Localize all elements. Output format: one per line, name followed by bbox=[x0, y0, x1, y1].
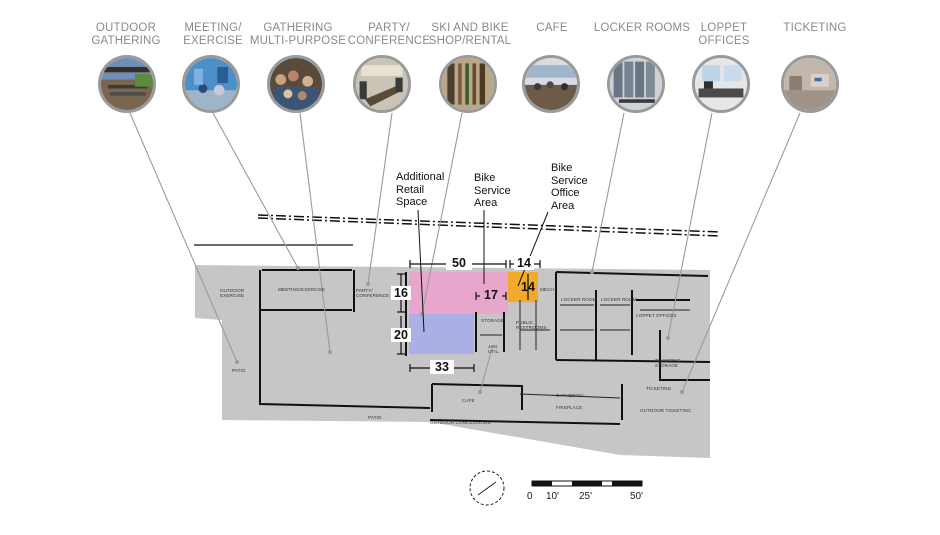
room-outdoor-ticketing: OUTDOOR TICKETING bbox=[640, 408, 691, 413]
room-party-conference: PARTY/ CONFERENCE bbox=[356, 288, 390, 298]
ticketing-photo-icon bbox=[781, 55, 839, 113]
loppet-offices-photo-icon bbox=[692, 55, 750, 113]
walls bbox=[259, 269, 711, 425]
category-label-ski-bike-shop: SKI AND BIKE SHOP/RENTAL bbox=[428, 22, 512, 47]
scale-label-10: 10' bbox=[546, 491, 560, 502]
room-patio-left: PATIO bbox=[232, 368, 246, 373]
room-cafe: CAFE bbox=[462, 398, 475, 403]
room-locker-room-1: LOCKER ROOM bbox=[561, 297, 597, 302]
room-public-restrooms: PUBLIC RESTROOMS bbox=[516, 320, 547, 330]
cafe-photo-icon bbox=[522, 55, 580, 113]
party-conference-photo-icon bbox=[353, 55, 411, 113]
room-storage: STORAGE bbox=[481, 318, 505, 323]
category-label-loppet-offices: LOPPET OFFICES bbox=[698, 22, 750, 47]
room-loppet-offices: LOPPET OFFICES bbox=[636, 313, 677, 318]
dimension-14-side: 14 bbox=[521, 280, 535, 294]
room-jan-util: JAN. UTIL. bbox=[488, 344, 500, 354]
annotation-leaders bbox=[417, 209, 549, 333]
scale-label-50: 50' bbox=[630, 491, 644, 502]
room-outdoor-exercise: OUTDOOR EXERCISE bbox=[220, 288, 245, 298]
ski-bike-shop-photo-icon bbox=[439, 55, 497, 113]
annotation-additional-retail: Additional Retail Space bbox=[396, 171, 445, 208]
dimension-33: 33 bbox=[430, 360, 454, 374]
meeting-exercise-photo-icon bbox=[182, 55, 240, 113]
dimension-50: 50 bbox=[446, 256, 472, 270]
interior-lines bbox=[480, 300, 690, 399]
leader-dots bbox=[235, 266, 684, 394]
dimension-14-top: 14 bbox=[514, 256, 534, 270]
annotation-bike-service-office: Bike Service Office Area bbox=[551, 162, 588, 212]
room-patio-bottom: PATIO bbox=[368, 415, 382, 420]
scale-label-25: 25' bbox=[579, 491, 593, 502]
north-arrow-icon bbox=[469, 470, 505, 506]
dimension-16: 16 bbox=[391, 286, 411, 300]
retail-space-blue bbox=[409, 314, 474, 354]
scale-label-0: 0 bbox=[527, 491, 533, 502]
leader-lines bbox=[129, 112, 801, 393]
locker-rooms-photo-icon bbox=[607, 55, 665, 113]
bike-service-office bbox=[508, 272, 538, 302]
scale-bar bbox=[531, 480, 643, 487]
gathering-photo-icon bbox=[267, 55, 325, 113]
dimension-20: 20 bbox=[391, 328, 411, 342]
category-label-party-conference: PARTY/ CONFERENCE bbox=[347, 22, 431, 47]
category-label-cafe: CAFE bbox=[536, 22, 568, 34]
category-label-meeting-exercise: MEETING/ EXERCISE bbox=[183, 22, 243, 47]
category-label-ticketing: TICKETING bbox=[783, 22, 847, 34]
outdoor-gathering-photo-icon bbox=[98, 55, 156, 113]
room-locker-room-2: LOCKER ROOM bbox=[601, 297, 637, 302]
room-gathering: GATHERING bbox=[556, 393, 584, 398]
room-fireplace: FIREPLACE bbox=[556, 405, 583, 410]
room-ticketing-storage: TICKETING STORAGE bbox=[655, 358, 681, 368]
roof-outline bbox=[257, 214, 721, 237]
category-label-locker-rooms: LOCKER ROOMS bbox=[593, 22, 691, 34]
category-label-outdoor-gathering: OUTDOOR GATHERING bbox=[91, 22, 161, 47]
room-meeting-exercise: MEETING/EXERCISE bbox=[278, 287, 326, 292]
annotation-bike-service-area: Bike Service Area bbox=[474, 172, 511, 209]
category-label-gathering: GATHERING MULTI-PURPOSE bbox=[249, 22, 347, 47]
dimension-17: 17 bbox=[480, 288, 502, 302]
room-mech: MECH bbox=[540, 287, 554, 292]
room-ticketing: TICKETING bbox=[646, 386, 672, 391]
room-outdoor-concessions: OUTDOOR CONCESSIONS bbox=[430, 420, 491, 425]
